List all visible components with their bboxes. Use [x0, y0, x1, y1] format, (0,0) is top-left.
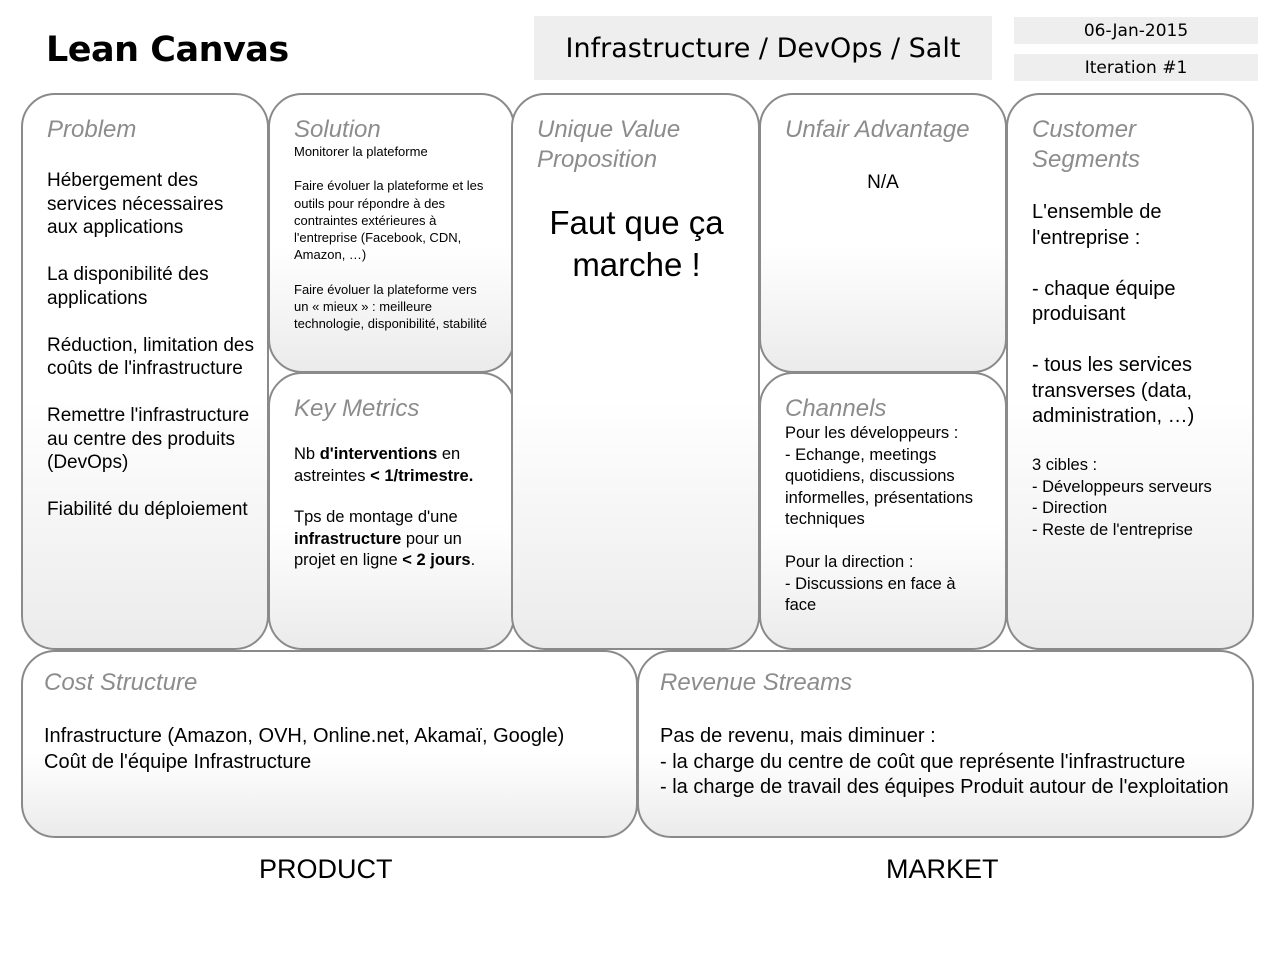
solution-box: Solution Monitorer la plateforme Faire é… — [268, 93, 515, 373]
cost-structure-box: Cost Structure Infrastructure (Amazon, O… — [21, 650, 638, 838]
metric-1-text-c: en astreintes — [294, 445, 461, 485]
customer-segments-box: Customer Segments L'ensemble de l'entrep… — [1006, 93, 1254, 650]
uvp-box: Unique Value Proposition Faut que ça mar… — [511, 93, 760, 650]
revenue-streams-box: Revenue Streams Pas de revenu, mais dimi… — [637, 650, 1254, 838]
solution-text: Monitorer la plateforme Faire évoluer la… — [294, 144, 487, 332]
metric-2-text-c: pour un projet en ligne — [294, 529, 462, 570]
cost-structure-heading: Cost Structure — [44, 669, 198, 696]
metric-2-text-d: < 2 jours — [402, 551, 471, 569]
unfair-advantage-heading: Unfair Advantage — [785, 116, 970, 143]
market-label: MARKET — [886, 854, 999, 884]
customer-segments-heading: Customer Segments — [1032, 116, 1141, 173]
unfair-advantage-text: N/A — [867, 172, 899, 193]
metric-setup-time: Tps de montage d'une infrastructure pour… — [294, 507, 506, 572]
product-label: PRODUCT — [259, 854, 393, 884]
revenue-streams-text: Pas de revenu, mais diminuer : - la char… — [660, 725, 1229, 798]
uvp-text: Faut que ça marche ! — [549, 204, 724, 283]
solution-heading: Solution — [294, 116, 381, 143]
unfair-advantage-box: Unfair Advantage N/A — [759, 93, 1007, 373]
channels-box: Channels Pour les développeurs : - Echan… — [759, 372, 1007, 650]
date-label: 06-Jan-2015 — [1014, 17, 1258, 44]
metric-1-text-d: < 1/trimestre. — [370, 466, 474, 485]
problem-box: Problem Hébergement des services nécessa… — [21, 93, 269, 650]
problem-heading: Problem — [47, 116, 137, 143]
page-title: Lean Canvas — [46, 30, 289, 70]
metric-1-text-b: d'interventions — [319, 445, 438, 463]
customer-segments-text: L'ensemble de l'entreprise : - chaque éq… — [1032, 201, 1195, 427]
metric-1-text-a: Nb — [294, 445, 320, 463]
key-metrics-box: Key Metrics Nb d'interventions en astrei… — [268, 372, 515, 650]
uvp-heading: Unique Value Proposition — [537, 116, 681, 173]
metric-2-text-a: Tps de montage d'une — [294, 508, 458, 526]
project-name: Infrastructure / DevOps / Salt — [534, 16, 992, 80]
channels-heading: Channels — [785, 395, 887, 422]
customer-targets-text: 3 cibles : - Développeurs serveurs - Dir… — [1032, 456, 1212, 539]
key-metrics-heading: Key Metrics — [294, 395, 420, 422]
problem-text: Hébergement des services nécessaires aux… — [47, 170, 254, 520]
revenue-streams-heading: Revenue Streams — [660, 669, 853, 696]
metric-2-text-e: . — [470, 551, 476, 569]
metric-2-text-b: infrastructure — [294, 529, 402, 548]
metric-interventions: Nb d'interventions en astreintes < 1/tri… — [294, 444, 506, 487]
channels-text: Pour les développeurs : - Echange, meeti… — [785, 424, 974, 614]
iteration-label: Iteration #1 — [1014, 54, 1258, 81]
cost-structure-text: Infrastructure (Amazon, OVH, Online.net,… — [44, 725, 565, 773]
